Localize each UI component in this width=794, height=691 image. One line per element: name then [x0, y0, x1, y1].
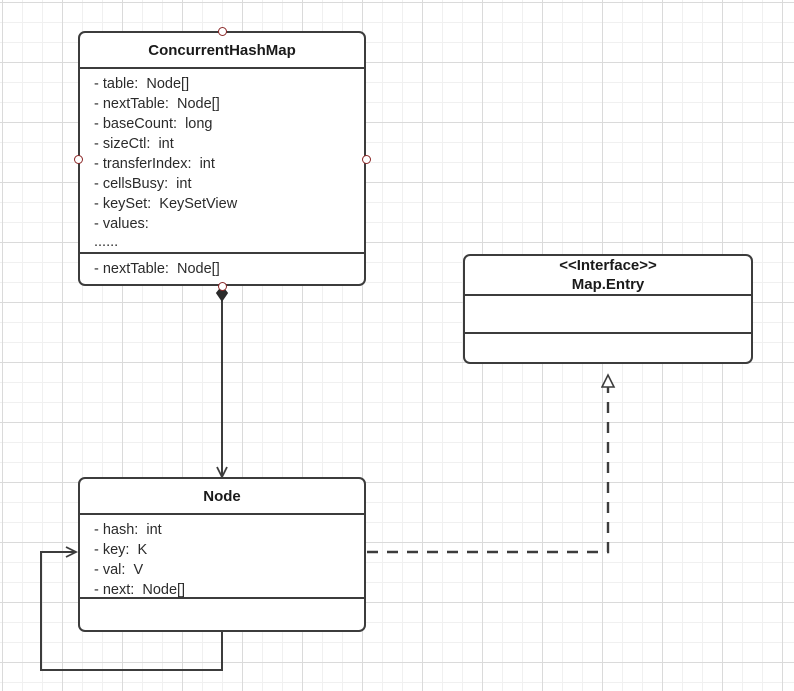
attribute-row: - next: Node[]	[94, 582, 186, 598]
connection-point-bottom[interactable]	[217, 281, 227, 291]
class-name-label: Map.Entry	[571, 276, 645, 293]
attribute-row: - nextTable: Node[]	[94, 96, 220, 112]
class-title-map-entry: <<Interface>> Map.Entry	[465, 256, 751, 296]
attribute-row: - hash: int	[94, 522, 162, 538]
attribute-row: - key: K	[94, 542, 148, 558]
class-name-label: Node	[203, 487, 241, 505]
class-title-node: Node	[80, 479, 364, 515]
attribute-row: - baseCount: long	[94, 116, 213, 132]
class-box-node[interactable]: Node - hash: int - key: K - val: V - nex…	[78, 477, 366, 632]
class-name-label: ConcurrentHashMap	[148, 41, 296, 59]
attributes-ellipsis: ......	[94, 234, 119, 250]
method-row: - nextTable: Node[]	[94, 261, 220, 277]
edge-realization-node-mapentry[interactable]	[367, 375, 608, 554]
methods-compartment-node	[80, 597, 364, 630]
class-title-concurrenthashmap: ConcurrentHashMap	[80, 33, 364, 69]
connection-point-right[interactable]	[361, 154, 371, 164]
attributes-compartment-node: - hash: int - key: K - val: V - next: No…	[80, 515, 364, 598]
attribute-row: - val: V	[94, 562, 144, 578]
class-box-map-entry[interactable]: <<Interface>> Map.Entry	[463, 254, 753, 364]
attribute-row: - keySet: KeySetView	[94, 196, 238, 212]
connection-point-top[interactable]	[217, 26, 227, 36]
attribute-row: - values:	[94, 216, 149, 232]
methods-compartment-concurrenthashmap: - nextTable: Node[]	[80, 252, 364, 284]
attribute-row: - cellsBusy: int	[94, 176, 192, 192]
attribute-row: - transferIndex: int	[94, 156, 215, 172]
attributes-compartment-map-entry	[465, 296, 751, 332]
attribute-row: - table: Node[]	[94, 76, 190, 92]
methods-compartment-map-entry	[465, 332, 751, 362]
class-stereotype-label: <<Interface>>	[559, 257, 657, 274]
connection-point-left[interactable]	[73, 154, 83, 164]
attributes-compartment-concurrenthashmap: - table: Node[] - nextTable: Node[] - ba…	[80, 69, 364, 252]
attribute-row: - sizeCtl: int	[94, 136, 174, 152]
class-box-concurrenthashmap[interactable]: ConcurrentHashMap - table: Node[] - next…	[78, 31, 366, 286]
